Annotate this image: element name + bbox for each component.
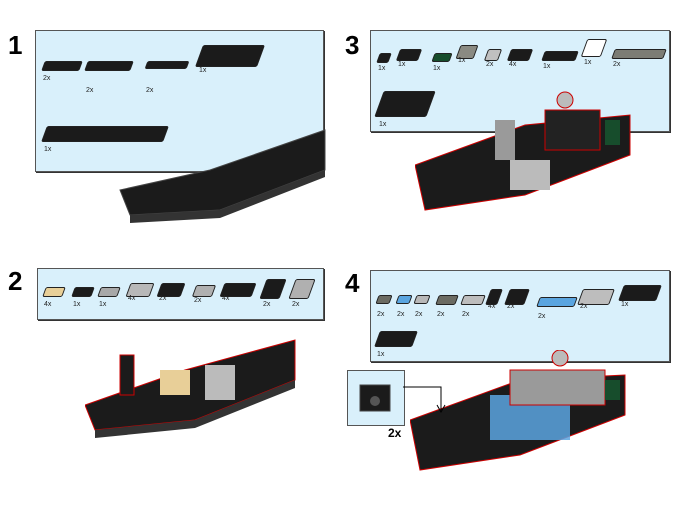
part-quantity: 1x xyxy=(379,121,387,128)
model-step-4 xyxy=(410,350,626,471)
lego-part-icon xyxy=(611,49,667,59)
lego-part-icon xyxy=(288,279,316,299)
part-quantity: 1x xyxy=(377,351,385,358)
part-quantity: 4x xyxy=(509,61,517,68)
lego-part-icon xyxy=(618,285,662,301)
step-number: 4 xyxy=(345,268,360,298)
lego-part-icon xyxy=(375,295,393,304)
part-quantity: 4x xyxy=(488,303,496,310)
lego-part-icon xyxy=(536,297,578,307)
part-quantity: 1x xyxy=(458,57,466,64)
lego-part-icon xyxy=(395,49,423,61)
part-quantity: 2x xyxy=(580,303,588,310)
lego-part-icon xyxy=(191,285,217,297)
parts-panel-step-2: 4x 1x 1x 4x 2x 2x 4x 2x 2x xyxy=(37,268,324,320)
part-quantity: 2x xyxy=(462,311,470,318)
lego-part-icon xyxy=(376,53,392,63)
part-quantity: 2x xyxy=(43,75,51,82)
part-quantity: 2x xyxy=(415,311,423,318)
lego-part-icon xyxy=(483,49,503,61)
part-quantity: 2x xyxy=(613,61,621,68)
callout-arrow-icon xyxy=(403,386,446,414)
part-quantity: 1x xyxy=(621,301,629,308)
part-quantity: 2x xyxy=(292,301,300,308)
part-quantity: 1x xyxy=(73,301,81,308)
parts-panel-step-1: 2x 2x 2x 1x 1x xyxy=(35,30,324,172)
parts-panel-step-3: 1x 1x 1x 1x 2x 4x 1x 1x 2x 1x xyxy=(370,30,670,132)
part-quantity: 2x xyxy=(397,311,405,318)
part-quantity: 1x xyxy=(44,146,52,153)
part-quantity: 2x xyxy=(437,311,445,318)
lego-part-icon xyxy=(71,287,95,297)
part-quantity: 2x xyxy=(146,87,154,94)
part-quantity: 2x xyxy=(263,301,271,308)
part-quantity: 2x xyxy=(377,311,385,318)
part-quantity: 4x xyxy=(222,295,230,302)
parts-panel-step-4: 2x 2x 2x 2x 2x 4x 2x 2x 2x 1x 1x xyxy=(370,270,670,362)
part-quantity: 1x xyxy=(584,59,592,66)
part-quantity: 4x xyxy=(128,295,136,302)
part-quantity: 1x xyxy=(433,65,441,72)
part-quantity: 2x xyxy=(507,303,515,310)
part-quantity: 1x xyxy=(99,301,107,308)
part-quantity: 4x xyxy=(44,301,52,308)
model-step-3 xyxy=(415,91,631,211)
part-quantity: 2x xyxy=(486,61,494,68)
step-number: 1 xyxy=(8,30,23,60)
lego-part-icon xyxy=(395,295,413,304)
part-quantity: 2x xyxy=(538,313,546,320)
step-number: 2 xyxy=(8,266,23,296)
lego-part-icon xyxy=(541,51,579,61)
lego-part-icon xyxy=(194,45,266,67)
model-step-1 xyxy=(119,129,326,223)
lego-part-icon xyxy=(413,295,431,304)
part-quantity: 2x xyxy=(86,87,94,94)
part-quantity: 1x xyxy=(199,67,207,74)
lego-part-icon xyxy=(41,61,83,71)
part-quantity: 2x xyxy=(159,295,167,302)
lego-part-icon xyxy=(259,279,287,299)
sub-assembly-callout xyxy=(347,370,405,426)
model-step-2 xyxy=(85,339,296,438)
lego-part-icon xyxy=(374,331,418,347)
sub-assembly-brick-icon xyxy=(359,384,391,412)
part-quantity: 2x xyxy=(194,297,202,304)
lego-part-icon xyxy=(97,287,121,297)
lego-part-icon xyxy=(580,39,608,57)
part-quantity: 1x xyxy=(378,65,386,72)
lego-part-icon xyxy=(431,53,453,62)
lego-part-icon xyxy=(144,61,190,69)
part-quantity: 1x xyxy=(398,61,406,68)
part-quantity: 1x xyxy=(543,63,551,70)
lego-part-icon xyxy=(42,287,66,297)
lego-part-icon xyxy=(435,295,459,305)
step-number: 3 xyxy=(345,30,360,60)
lego-part-icon xyxy=(506,49,534,61)
lego-part-icon xyxy=(84,61,134,71)
callout-quantity: 2x xyxy=(388,426,402,440)
lego-part-icon xyxy=(460,295,486,305)
